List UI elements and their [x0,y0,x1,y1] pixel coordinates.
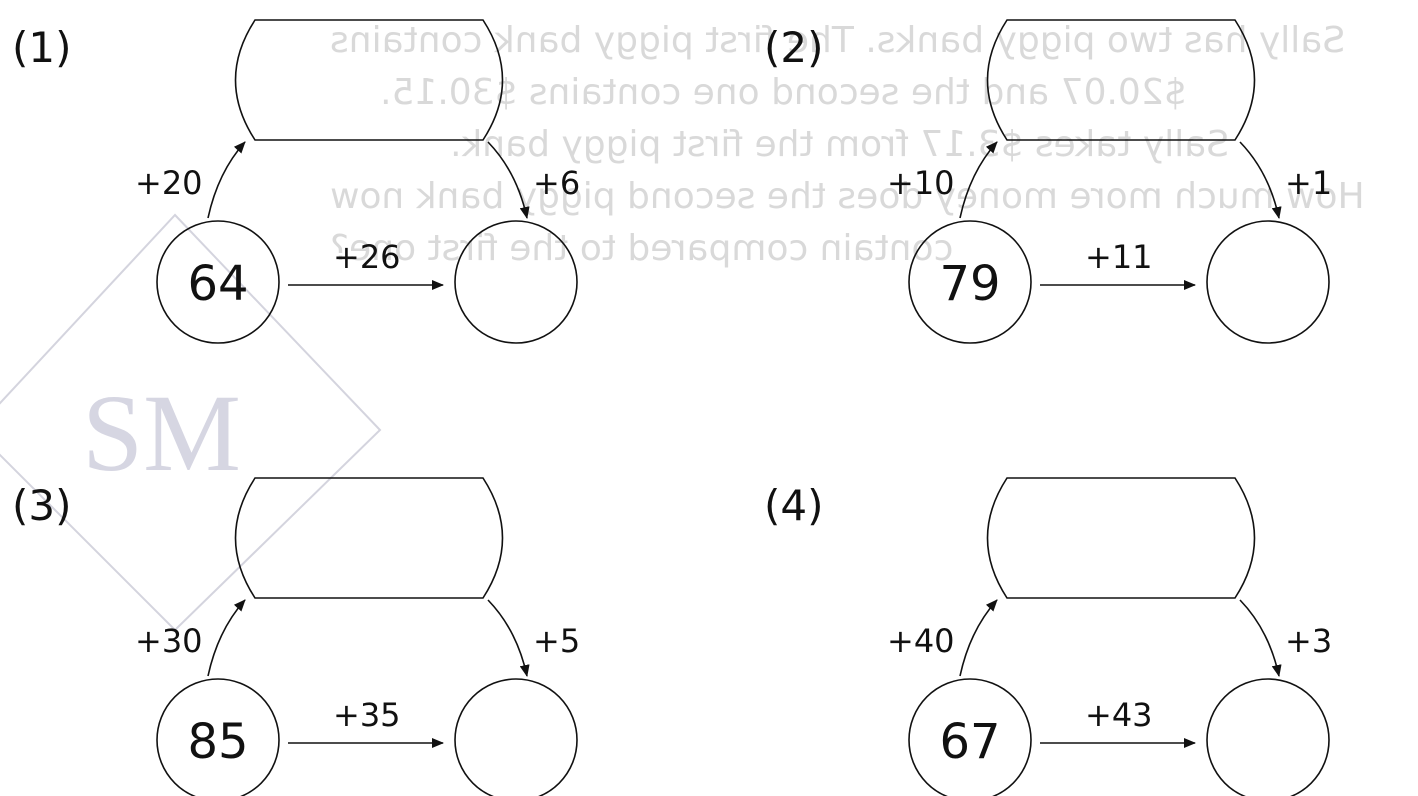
arrow-down [1239,599,1282,677]
arrow-down [487,599,530,677]
step-up-label: +20 [135,164,203,202]
start-circle [156,678,280,796]
arrow-down [487,141,530,219]
problem-label: (1) [12,23,72,72]
direct-label: +11 [1085,238,1153,276]
step-up-label: +40 [887,622,955,660]
direct-label: +35 [333,696,401,734]
start-number: 85 [187,714,248,770]
start-number: 67 [939,714,1000,770]
arrow-up [207,599,246,677]
problem-label: (4) [764,481,824,530]
answer-box-top [234,19,504,141]
start-number: 64 [187,256,248,312]
answer-box-top [234,477,504,599]
answer-box-top [986,19,1256,141]
step-down-label: +3 [1285,622,1332,660]
start-circle [156,220,280,344]
answer-circle [454,678,578,796]
step-down-label: +5 [533,622,580,660]
start-number: 79 [939,256,1000,312]
answer-box-top [986,477,1256,599]
direct-label: +26 [333,238,401,276]
problem-label: (2) [764,23,824,72]
step-up-label: +10 [887,164,955,202]
start-circle [908,678,1032,796]
answer-circle [1206,678,1330,796]
arrow-up [959,141,998,219]
arrow-down [1239,141,1282,219]
answer-circle [454,220,578,344]
direct-label: +43 [1085,696,1153,734]
start-circle [908,220,1032,344]
answer-circle [1206,220,1330,344]
arrow-up [959,599,998,677]
problem-label: (3) [12,481,72,530]
step-up-label: +30 [135,622,203,660]
step-down-label: +1 [1285,164,1332,202]
step-down-label: +6 [533,164,580,202]
arrow-up [207,141,246,219]
